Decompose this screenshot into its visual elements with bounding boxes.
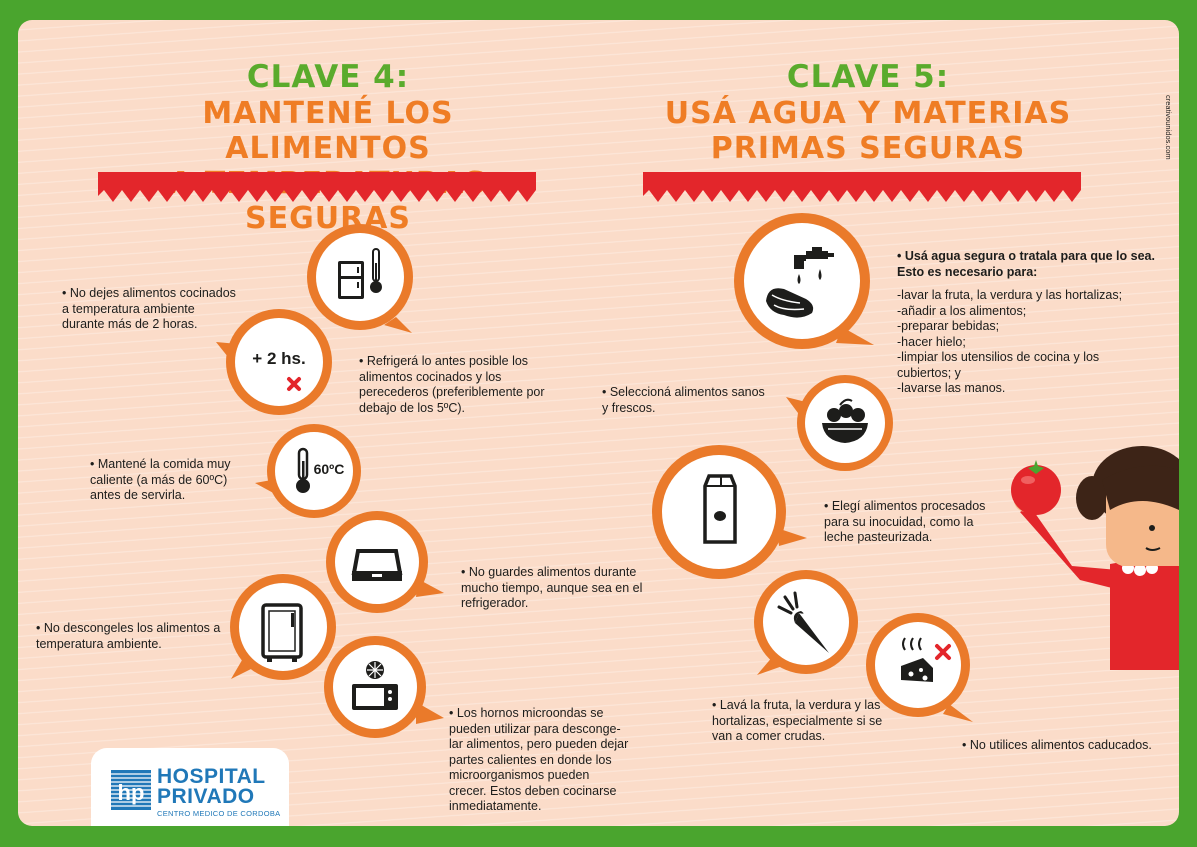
text-line: temperatura ambiente. [36,636,162,651]
text-line: • No guardes alimentos durante [461,565,637,579]
key4-text-2: • Refrigerá lo antes posible los aliment… [359,354,545,416]
credit-text: creativounidos.com [1164,95,1173,160]
text-line: • Mantené la comida muy [90,457,231,471]
milk-carton-bubble [652,445,807,579]
text-line: pueden utilizar para desconge- [449,721,621,736]
text-line: • Elegí alimentos procesados [824,499,986,513]
key5-text-5: • No utilices alimentos caducados. [962,738,1152,754]
carrot-bubble [754,570,858,675]
key4-text-6: • Los hornos microondas se pueden utiliz… [449,706,628,815]
text-line: alimentos cocinados y los [359,369,502,384]
text-line: -hacer hielo; [897,334,966,349]
text-line: van a comer crudas. [712,729,826,743]
fridge-thermometer-bubble [307,224,413,333]
text-line: • No utilices alimentos caducados. [962,738,1152,752]
logo-line3: CENTRO MEDICO DE CORDOBA [157,809,281,818]
text-line: • Los hornos microondas se [449,706,604,720]
text-line: antes de servirla. [90,488,186,502]
two-hours-cross-icon: + 2 hs. [252,349,306,391]
text-line: -lavarse las manos. [897,381,1006,395]
text-line: -preparar bebidas; [897,319,1000,333]
carrot-icon [777,591,829,653]
girl-with-tomato-illustration [1011,446,1179,670]
fruit-bowl-bubble [786,375,893,471]
text-line: lar alimentos, pero pueden dejar [449,737,629,751]
text-line: inmediatamente. [449,799,542,813]
spoiled-food-cross-icon [901,637,951,682]
text-line: • No descongeles los alimentos a [36,621,221,635]
key4-text-1: • No dejes alimentos cocinados a tempera… [62,286,236,333]
key5-heading: CLAVE 5: USÁ AGUA Y MATERIAS PRIMAS SEGU… [638,58,1098,166]
key5-ribbon [643,172,1081,202]
microwave-bubble [324,636,444,738]
text-line: cubiertos; y [897,365,961,380]
logo-line2: PRIVADO [157,785,255,808]
spoiled-food-bubble [866,613,973,722]
key4-text-3: • Mantené la comida muy caliente (a más … [90,457,231,504]
text-line: caliente (a más de 60ºC) [90,472,228,487]
key5-title: CLAVE 5: [786,59,950,95]
text-line: mucho tiempo, aunque sea en el [461,580,643,595]
two-hours-label: + 2 hs. [252,349,305,368]
text-line: debajo de los 5ºC). [359,400,466,415]
thermometer-icon: 60ºC [296,447,345,493]
key5-text-1: • Usá agua segura o tratala para que lo … [897,249,1155,397]
refrigerator-icon [261,603,303,662]
text-line: partes calientes en donde los [449,752,612,767]
text-line: -lavar la fruta, la verdura y las hortal… [897,288,1123,302]
text-line: • Refrigerá lo antes posible los [359,354,529,368]
text-line: • Lavá la fruta, la verdura y las [712,698,881,712]
key5-line1: USÁ AGUA Y MATERIAS [664,96,1072,131]
key4-ribbon [98,172,536,202]
text-line: crecer. Estos deben cocinarse [449,783,617,798]
text-line: -añadir a los alimentos; [897,303,1027,318]
storage-box-bubble [326,511,444,613]
text-line: para su inocuidad, como la [824,514,974,529]
fridge-thermometer-icon [338,248,382,299]
milk-carton-icon [703,474,737,544]
key4-text-5: • No descongeles los alimentos a tempera… [36,621,220,652]
poster: creativounidos.com CLAVE 4: MANTENÉ LOS … [18,20,1179,826]
text-line: a temperatura ambiente [62,301,195,316]
key5-text-4: • Lavá la fruta, la verdura y las hortal… [712,698,882,745]
text-line: refrigerador. [461,596,529,610]
text-line-bold: • Usá agua segura o tratala para que lo … [897,249,1155,263]
text-line: leche pasteurizada. [824,530,933,544]
key4-heading: CLAVE 4: MANTENÉ LOS ALIMENTOS A TEMPERA… [98,58,558,236]
text-line: durante más de 2 horas. [62,317,198,331]
washing-hands-bubble [734,213,874,349]
sixty-degrees-label: 60ºC [314,461,345,477]
key4-title: CLAVE 4: [246,59,410,95]
thermometer-bubble: 60ºC [255,424,361,518]
two-hours-bubble: + 2 hs. [216,309,332,415]
logo-line1: HOSPITAL [157,765,266,788]
key4-text-4: • No guardes alimentos durante mucho tie… [461,565,642,612]
text-line: -limpiar los utensilios de cocina y los [897,350,1100,364]
hospital-logo-mark-icon: hp [111,770,151,810]
storage-box-icon [351,549,403,581]
text-line: • No dejes alimentos cocinados [62,286,236,300]
text-line-bold: Esto es necesario para: [897,264,1038,279]
fruit-bowl-icon [822,398,868,443]
text-line: • Seleccioná alimentos sanos [602,385,765,399]
refrigerator-bubble [230,574,336,680]
key5-line2: PRIMAS SEGURAS [710,131,1026,166]
text-line: hortalizas, especialmente si se [712,713,883,728]
key5-text-2: • Seleccioná alimentos sanos y frescos. [602,385,765,416]
text-line: perecederos (preferiblemente por [359,385,545,399]
key4-line1: MANTENÉ LOS ALIMENTOS [202,96,454,166]
text-line: microorganismos pueden [449,768,590,782]
key5-text-3: • Elegí alimentos procesados para su ino… [824,499,985,546]
microwave-icon [352,661,398,710]
svg-text:hp: hp [118,780,145,805]
washing-hands-tap-icon [766,247,834,318]
text-line: y frescos. [602,400,656,415]
hospital-logo: hp HOSPITAL PRIVADO CENTRO MEDICO DE COR… [91,748,289,826]
